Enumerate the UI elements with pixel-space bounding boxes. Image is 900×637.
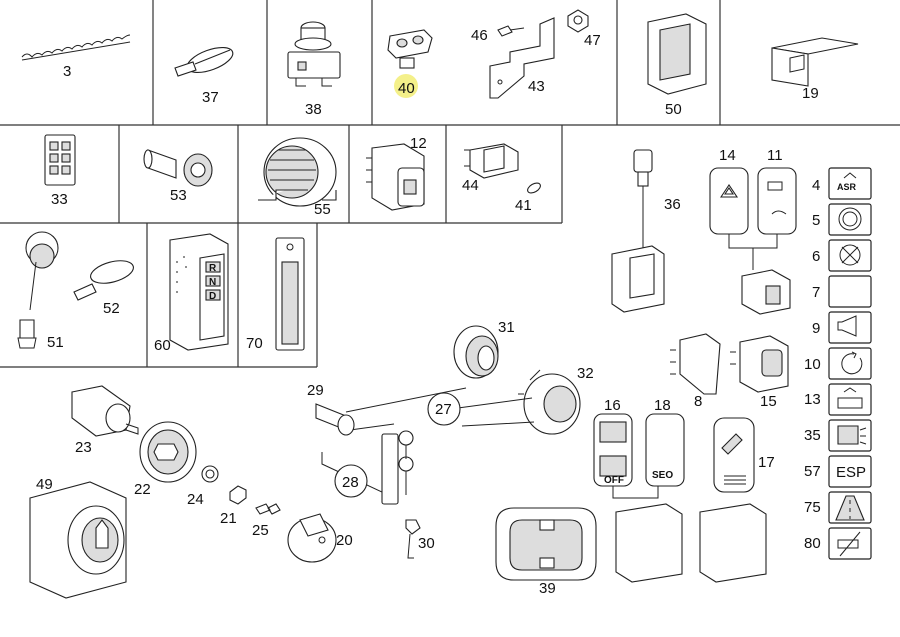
label-icon-10: 10 — [804, 356, 821, 373]
switch-covers-drawing: OFF SEO — [593, 413, 767, 583]
label-part-43: 43 — [528, 78, 545, 95]
part-50-drawing — [647, 13, 707, 95]
label-part-27: 27 — [435, 401, 452, 418]
label-icon-5: 5 — [812, 212, 820, 229]
label-icon-80: 80 — [804, 535, 821, 552]
part-number-labels: 3 37 38 40 46 47 43 50 19 33 53 55 12 44… — [36, 27, 821, 597]
label-part-22: 22 — [134, 481, 151, 498]
label-part-47: 47 — [584, 32, 601, 49]
label-part-70: 70 — [246, 335, 263, 352]
label-icon-4: 4 — [812, 177, 820, 194]
part-46-47-43-drawing — [489, 9, 589, 99]
icon-column: ASR ESP — [828, 167, 872, 560]
label-part-23: 23 — [75, 439, 92, 456]
part-23-22-24-21-25-20-drawing — [71, 385, 337, 563]
label-part-20: 20 — [336, 532, 353, 549]
label-part-32: 32 — [577, 365, 594, 382]
label-part-41: 41 — [515, 197, 532, 214]
part-39-drawing — [495, 507, 597, 581]
label-part-19: 19 — [802, 85, 819, 102]
label-part-25: 25 — [252, 522, 269, 539]
label-part-33: 33 — [51, 191, 68, 208]
part-49-drawing — [29, 481, 127, 599]
off-text: OFF — [604, 475, 624, 486]
part-55-drawing — [258, 137, 337, 207]
asr-icon-box — [828, 167, 872, 200]
part-70-drawing — [275, 237, 305, 351]
label-part-11: 11 — [767, 147, 783, 164]
highlight-marker — [394, 74, 418, 98]
label-part-28: 28 — [342, 474, 359, 491]
label-part-8: 8 — [694, 393, 702, 410]
label-part-55: 55 — [314, 201, 331, 218]
label-part-37: 37 — [202, 89, 219, 106]
part-44-41-drawing — [464, 143, 541, 194]
part-36-drawing — [611, 149, 665, 313]
label-icon-75: 75 — [804, 499, 821, 516]
label-part-12: 12 — [410, 135, 427, 152]
part-19-drawing — [771, 37, 859, 87]
rotation-icon — [828, 347, 872, 380]
esp-icon-box — [828, 455, 872, 488]
label-part-44: 44 — [462, 177, 479, 194]
label-icon-9: 9 — [812, 320, 820, 337]
part-3-drawing — [21, 34, 131, 61]
blank-icon — [828, 275, 872, 308]
label-part-3: 3 — [63, 63, 71, 80]
label-icon-35: 35 — [804, 427, 821, 444]
label-icon-57: 57 — [804, 463, 821, 480]
label-icon-7: 7 — [812, 284, 820, 301]
label-part-18: 18 — [654, 397, 671, 414]
label-part-39: 39 — [539, 580, 556, 597]
label-icon-6: 6 — [812, 248, 820, 265]
label-part-49: 49 — [36, 476, 53, 493]
part-40-drawing — [387, 29, 433, 98]
part-38-drawing — [287, 21, 341, 87]
label-part-31: 31 — [498, 319, 515, 336]
part-53-drawing — [143, 149, 213, 187]
label-part-24: 24 — [187, 491, 204, 508]
label-part-14: 14 — [719, 147, 736, 164]
horn-icon — [828, 311, 872, 344]
label-part-16: 16 — [604, 397, 621, 414]
label-part-17: 17 — [758, 454, 775, 471]
part-27-29-28-30-drawing — [315, 387, 535, 559]
brake-r-icon — [828, 203, 872, 236]
label-part-29: 29 — [307, 382, 324, 399]
label-part-38: 38 — [305, 101, 322, 118]
letter-d: D — [209, 291, 216, 302]
part-33-drawing — [44, 134, 76, 186]
bus-icon — [828, 383, 872, 416]
part-60-drawing: R N D — [169, 233, 229, 351]
esp-icon-text: ESP — [836, 464, 866, 481]
letter-r: R — [209, 263, 217, 274]
label-part-15: 15 — [760, 393, 777, 410]
part-51-52-drawing — [17, 231, 134, 349]
letter-n: N — [209, 277, 216, 288]
part-8-15-drawing — [670, 333, 789, 395]
label-part-46: 46 — [471, 27, 488, 44]
label-part-30: 30 — [418, 535, 435, 552]
label-part-53: 53 — [170, 187, 187, 204]
label-part-60: 60 — [154, 337, 171, 354]
label-part-50: 50 — [665, 101, 682, 118]
label-part-36: 36 — [664, 196, 681, 213]
label-part-21: 21 — [220, 510, 237, 527]
switch-14-11-drawing — [709, 167, 797, 315]
seo-text: SEO — [652, 470, 673, 481]
part-31-32-drawing — [453, 325, 581, 435]
label-icon-13: 13 — [804, 391, 821, 408]
label-part-51: 51 — [47, 334, 64, 351]
part-37-drawing — [174, 46, 234, 77]
asr-icon-text: ASR — [837, 182, 857, 192]
label-part-52: 52 — [103, 300, 120, 317]
part-12-drawing — [366, 143, 425, 211]
grid-lines — [0, 0, 900, 368]
label-part-40: 40 — [398, 80, 415, 97]
